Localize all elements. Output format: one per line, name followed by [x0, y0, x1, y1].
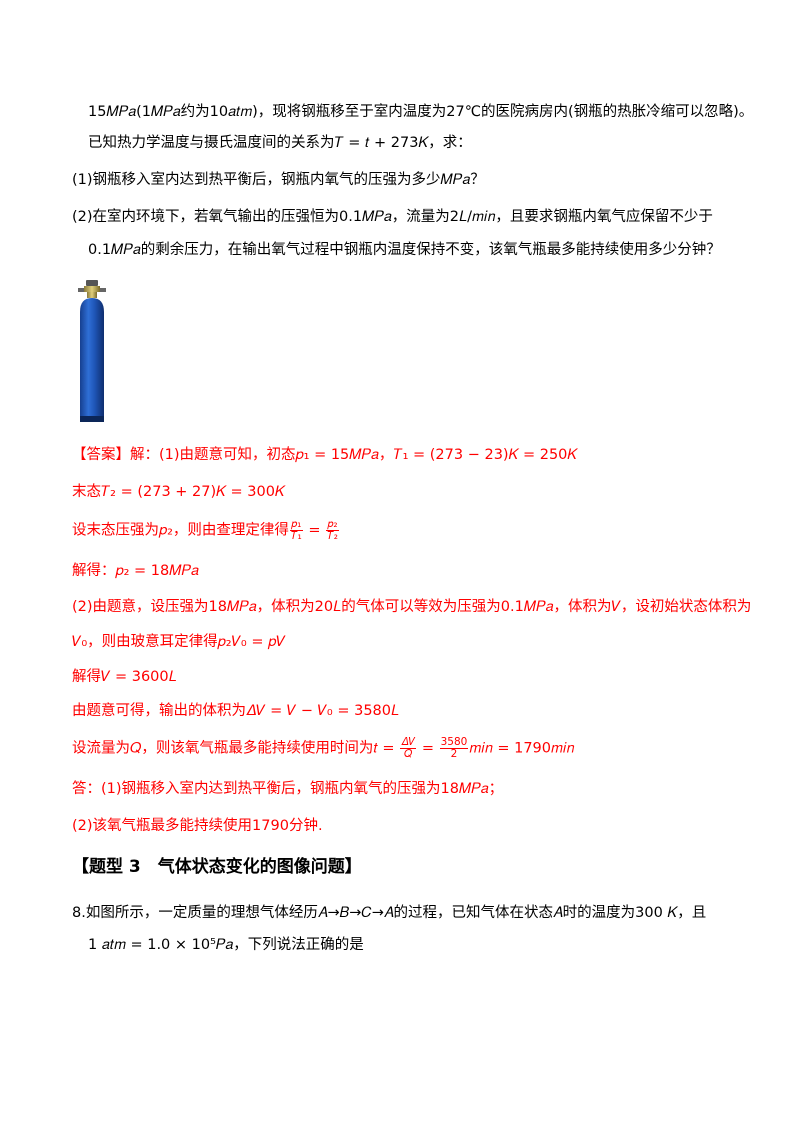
answer-line-9-text: 设流量为𝑄，则该氧气瓶最多能持续使用时间为𝑡 =	[72, 740, 395, 757]
answer-line-7: 解得𝑉 = 3600𝐿	[72, 669, 177, 685]
oxygen-cylinder-image	[78, 280, 106, 422]
question-part-2-line-1: (2)在室内环境下，若氧气输出的压强恒为0.1𝑀𝑃𝑎，流量为2𝐿/𝑚𝑖𝑛，且要求…	[72, 209, 713, 225]
question-8-line-2: 1 𝑎𝑡𝑚 = 1.0 × 10⁵𝑃𝑎，下列说法正确的是	[88, 937, 364, 953]
question-part-1: (1)钢瓶移入室内达到热平衡后，钢瓶内氧气的压强为多少𝑀𝑃𝑎？	[72, 172, 485, 188]
equals-sign-2: =	[421, 740, 434, 757]
answer-line-1: 【答案】解：(1)由题意可知，初态𝑝₁ = 15𝑀𝑃𝑎，𝑇₁ = (273 − …	[72, 445, 577, 465]
answer-line-9-tail: 𝑚𝑖𝑛 = 1790𝑚𝑖𝑛	[469, 740, 575, 757]
answer-line-4: 解得：𝑝₂ = 18𝑀𝑃𝑎	[72, 563, 199, 579]
answer-line-10: 答：(1)钢瓶移入室内达到热平衡后，钢瓶内氧气的压强为18𝑀𝑃𝑎；	[72, 781, 504, 797]
answer-line-6: 𝑉₀，则由玻意耳定律得𝑝₂𝑉₀ = 𝑝𝑉	[72, 634, 286, 650]
question-8-line-1: 8.如图所示，一定质量的理想气体经历𝐴→𝐵→𝐶→𝐴的过程，已知气体在状态𝐴时的温…	[72, 905, 707, 921]
equals-sign: =	[308, 522, 321, 539]
question-line-2: 已知热力学温度与摄氏温度间的关系为𝑇 = 𝑡 + 273𝐾，求：	[88, 135, 472, 151]
question-line-1: 15𝑀𝑃𝑎(1𝑀𝑃𝑎约为10𝑎𝑡𝑚)，现将钢瓶移至于室内温度为27℃的医院病房内…	[88, 104, 754, 120]
answer-line-1-text: 解：(1)由题意可知，初态𝑝₁ = 15𝑀𝑃𝑎，𝑇₁ = (273 − 23)𝐾…	[130, 447, 578, 463]
section-heading: 【题型 3 气体状态变化的图像问题】	[72, 857, 362, 877]
answer-line-5: (2)由题意，设压强为18𝑀𝑃𝑎，体积为20𝐿的气体可以等效为压强为0.1𝑀𝑃𝑎…	[72, 599, 752, 615]
answer-tag: 【答案】	[72, 447, 130, 463]
question-part-2-line-2: 0.1𝑀𝑃𝑎的剩余压力，在输出氧气过程中钢瓶内温度保持不变，该氧气瓶最多能持续使…	[88, 242, 721, 258]
answer-line-11: (2)该氧气瓶最多能持续使用1790分钟.	[72, 818, 323, 834]
answer-line-8: 由题意可得，输出的体积为𝛥𝑉 = 𝑉 − 𝑉₀ = 3580𝐿	[72, 703, 400, 719]
answer-line-3-text: 设末态压强为𝑝₂，则由查理定律得	[72, 522, 289, 539]
answer-line-2: 末态𝑇₂ = (273 + 27)𝐾 = 300𝐾	[72, 484, 285, 500]
